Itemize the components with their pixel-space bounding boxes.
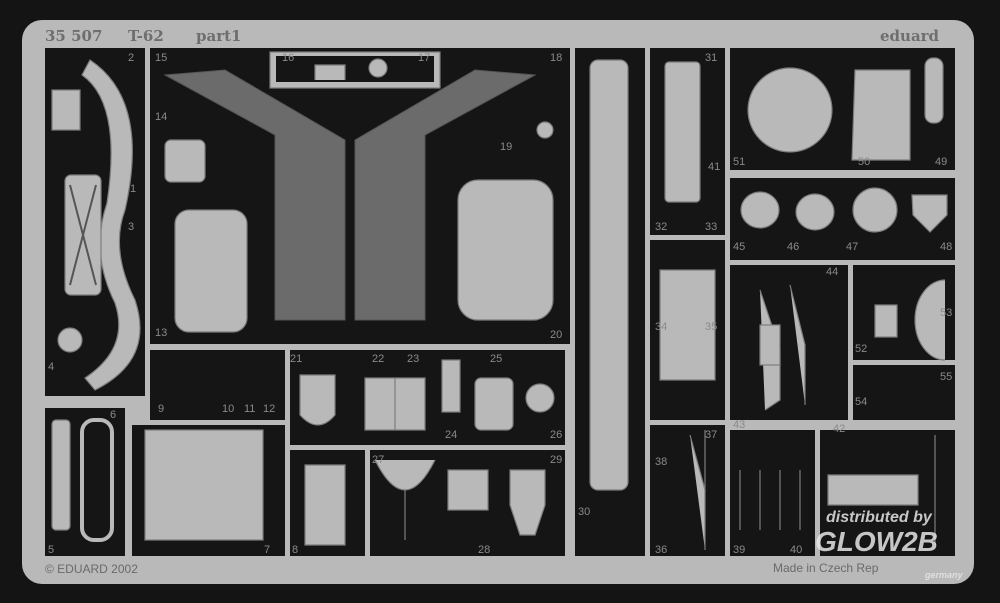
part-number: 4 (48, 361, 54, 373)
part-number: 49 (935, 156, 947, 168)
fret-part: part1 (196, 27, 241, 45)
part-number: 12 (263, 403, 275, 415)
part-number: 41 (708, 161, 720, 173)
part-number: 15 (155, 52, 167, 64)
part-number: 45 (733, 241, 745, 253)
fret-code: 35 507 (45, 27, 102, 45)
part-number: 34 (655, 321, 667, 333)
part-number: 40 (790, 544, 802, 556)
part-number: 44 (826, 266, 838, 278)
part-number: 6 (110, 409, 116, 421)
origin: Made in Czech Rep (773, 561, 879, 575)
part-number: 37 (705, 429, 717, 441)
part-number: 19 (500, 141, 512, 153)
part-number: 53 (940, 307, 952, 319)
part-number: 3 (128, 221, 134, 233)
part-number: 38 (655, 456, 667, 468)
part-number: 25 (490, 353, 502, 365)
part-number: 13 (155, 327, 167, 339)
part-number: 26 (550, 429, 562, 441)
etched-parts (51, 57, 948, 550)
part-number: 54 (855, 396, 867, 408)
part-number: 9 (158, 403, 164, 415)
part-number: 20 (550, 329, 562, 341)
part-number: 21 (290, 353, 302, 365)
part-number: 50 (858, 156, 870, 168)
part-number: 22 (372, 353, 384, 365)
part-number: 51 (733, 156, 745, 168)
part-number: 31 (705, 52, 717, 64)
part-number: 47 (846, 241, 858, 253)
part-number: 32 (655, 221, 667, 233)
part-number: 48 (940, 241, 952, 253)
part-number: 43 (733, 419, 745, 431)
part-number: 28 (478, 544, 490, 556)
brand-logo: eduard (880, 27, 940, 45)
part-number: 8 (292, 544, 298, 556)
part-number: 35 (705, 321, 717, 333)
part-number: 30 (578, 506, 590, 518)
part-numbers: 1 2 3 4 5 6 7 8 9 10 11 12 13 14 15 16 1… (48, 52, 952, 556)
part-number: 7 (264, 544, 270, 556)
part-number: 17 (418, 52, 430, 64)
part-number: 46 (787, 241, 799, 253)
part-number: 5 (48, 544, 54, 556)
watermark-line1: distributed by (826, 509, 933, 526)
part-number: 24 (445, 429, 457, 441)
part-number: 52 (855, 343, 867, 355)
part-number: 36 (655, 544, 667, 556)
part-number: 18 (550, 52, 562, 64)
part-number: 42 (833, 423, 845, 435)
watermark-sub: germany (924, 570, 964, 580)
part-number: 11 (244, 403, 255, 415)
part-number: 1 (130, 183, 136, 195)
part-number: 16 (282, 52, 294, 64)
part-number: 29 (550, 454, 562, 466)
fret-model: T-62 (128, 27, 164, 45)
part-number: 23 (407, 353, 419, 365)
part-number: 55 (940, 371, 952, 383)
part-number: 14 (155, 111, 167, 123)
part-number: 2 (128, 52, 134, 64)
watermark-logo: GLOW2B (815, 526, 938, 557)
part-number: 27 (372, 454, 384, 466)
part-number: 33 (705, 221, 717, 233)
part-number: 39 (733, 544, 745, 556)
part-number: 10 (222, 403, 234, 415)
copyright: © EDUARD 2002 (45, 562, 138, 576)
